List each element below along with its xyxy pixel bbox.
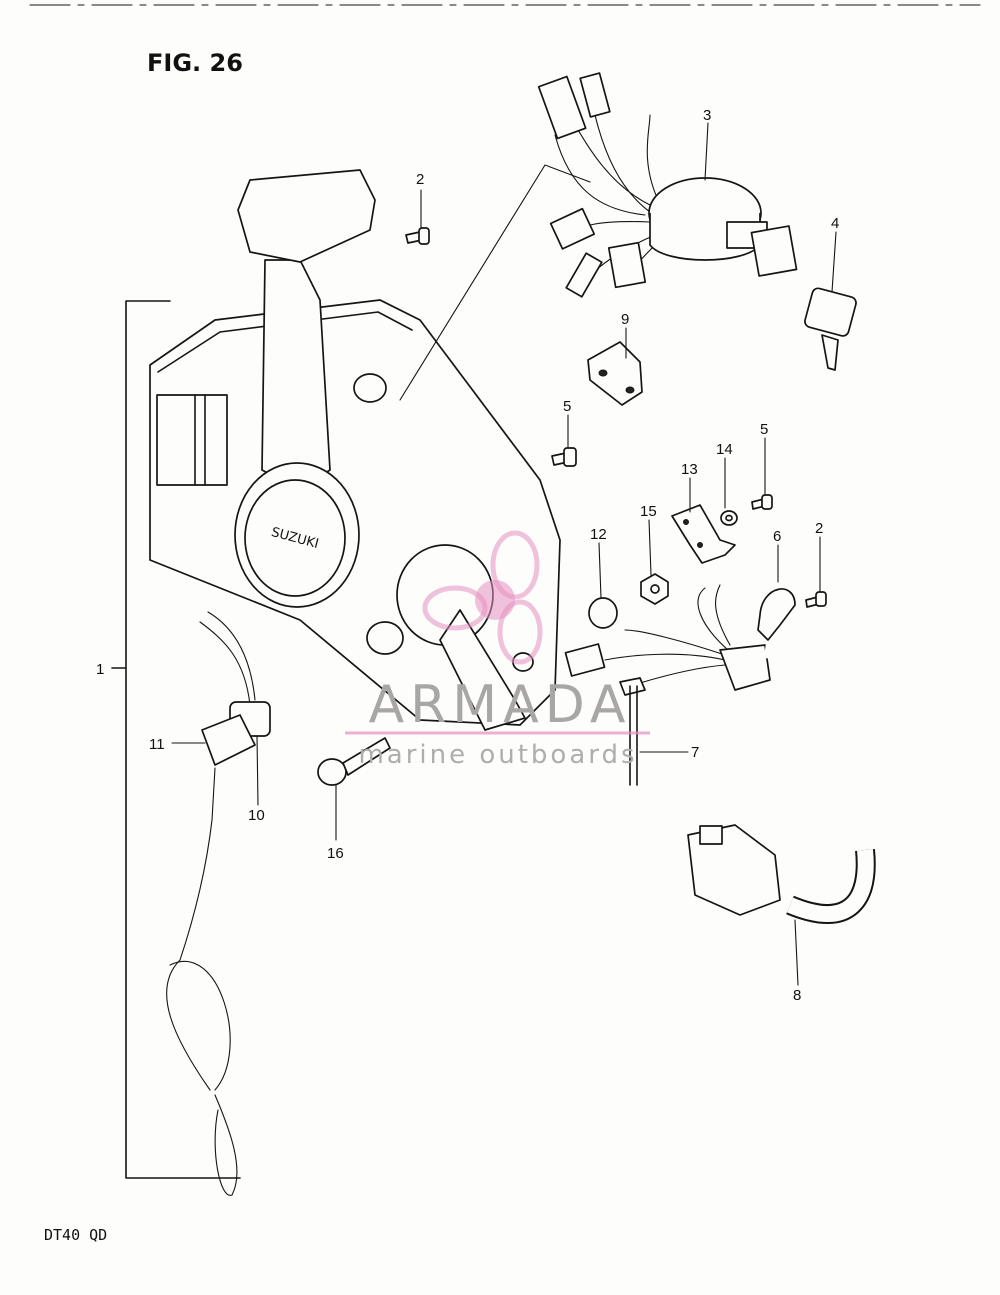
- figure-title: FIG. 26: [147, 49, 243, 77]
- callout-13: 13: [681, 461, 698, 478]
- callout-14: 14: [716, 441, 733, 458]
- wire-harness: [564, 584, 876, 924]
- watermark: ARMADA marine outboards: [345, 530, 650, 770]
- callout-4: 4: [831, 215, 839, 232]
- callout-11: 11: [149, 736, 165, 753]
- washer-12: [588, 597, 618, 629]
- callout-5-left: 5: [563, 398, 571, 415]
- callout-6: 6: [773, 528, 781, 545]
- screw-5-left: [551, 447, 577, 467]
- callout-5-right: 5: [760, 421, 768, 438]
- callout-labels: 1 2 2 3 4 5 5 6 7 8 9 10 11 12 13 14 15 …: [96, 107, 839, 1004]
- clip-7: [629, 685, 638, 786]
- callout-1: 1: [96, 661, 104, 678]
- callout-12: 12: [590, 526, 607, 543]
- watermark-tagline: marine outboards: [358, 740, 637, 770]
- callout-3: 3: [703, 107, 711, 124]
- callout-2-right: 2: [815, 520, 823, 537]
- callout-15: 15: [640, 503, 657, 520]
- callout-leaders: [171, 122, 837, 986]
- leader-line-3: [399, 164, 591, 401]
- callout-7: 7: [691, 744, 699, 761]
- callout-2-top: 2: [416, 171, 424, 188]
- bolt-16: [317, 737, 391, 786]
- remote-control-box: SUZUKI: [149, 169, 561, 731]
- screw-2-top: [405, 227, 430, 245]
- clamp-6: [757, 588, 796, 641]
- callout-16: 16: [327, 845, 344, 862]
- nut-15: [640, 573, 669, 605]
- watermark-brand: ARMADA: [369, 675, 632, 735]
- callout-8: 8: [793, 987, 801, 1004]
- callout-10: 10: [248, 807, 265, 824]
- emergency-stop-switch: [166, 611, 271, 1196]
- washer-14: [720, 510, 738, 526]
- screw-2-right: [805, 591, 827, 608]
- assembly-bracket: [111, 300, 241, 1179]
- model-label: DT40 QD: [44, 1226, 107, 1244]
- callout-9: 9: [621, 311, 629, 328]
- plate: [671, 504, 736, 564]
- screw-5-right: [751, 494, 773, 510]
- wire-clamp: [587, 341, 643, 406]
- ignition-switch-assembly: [537, 72, 798, 298]
- ignition-key: [804, 287, 857, 371]
